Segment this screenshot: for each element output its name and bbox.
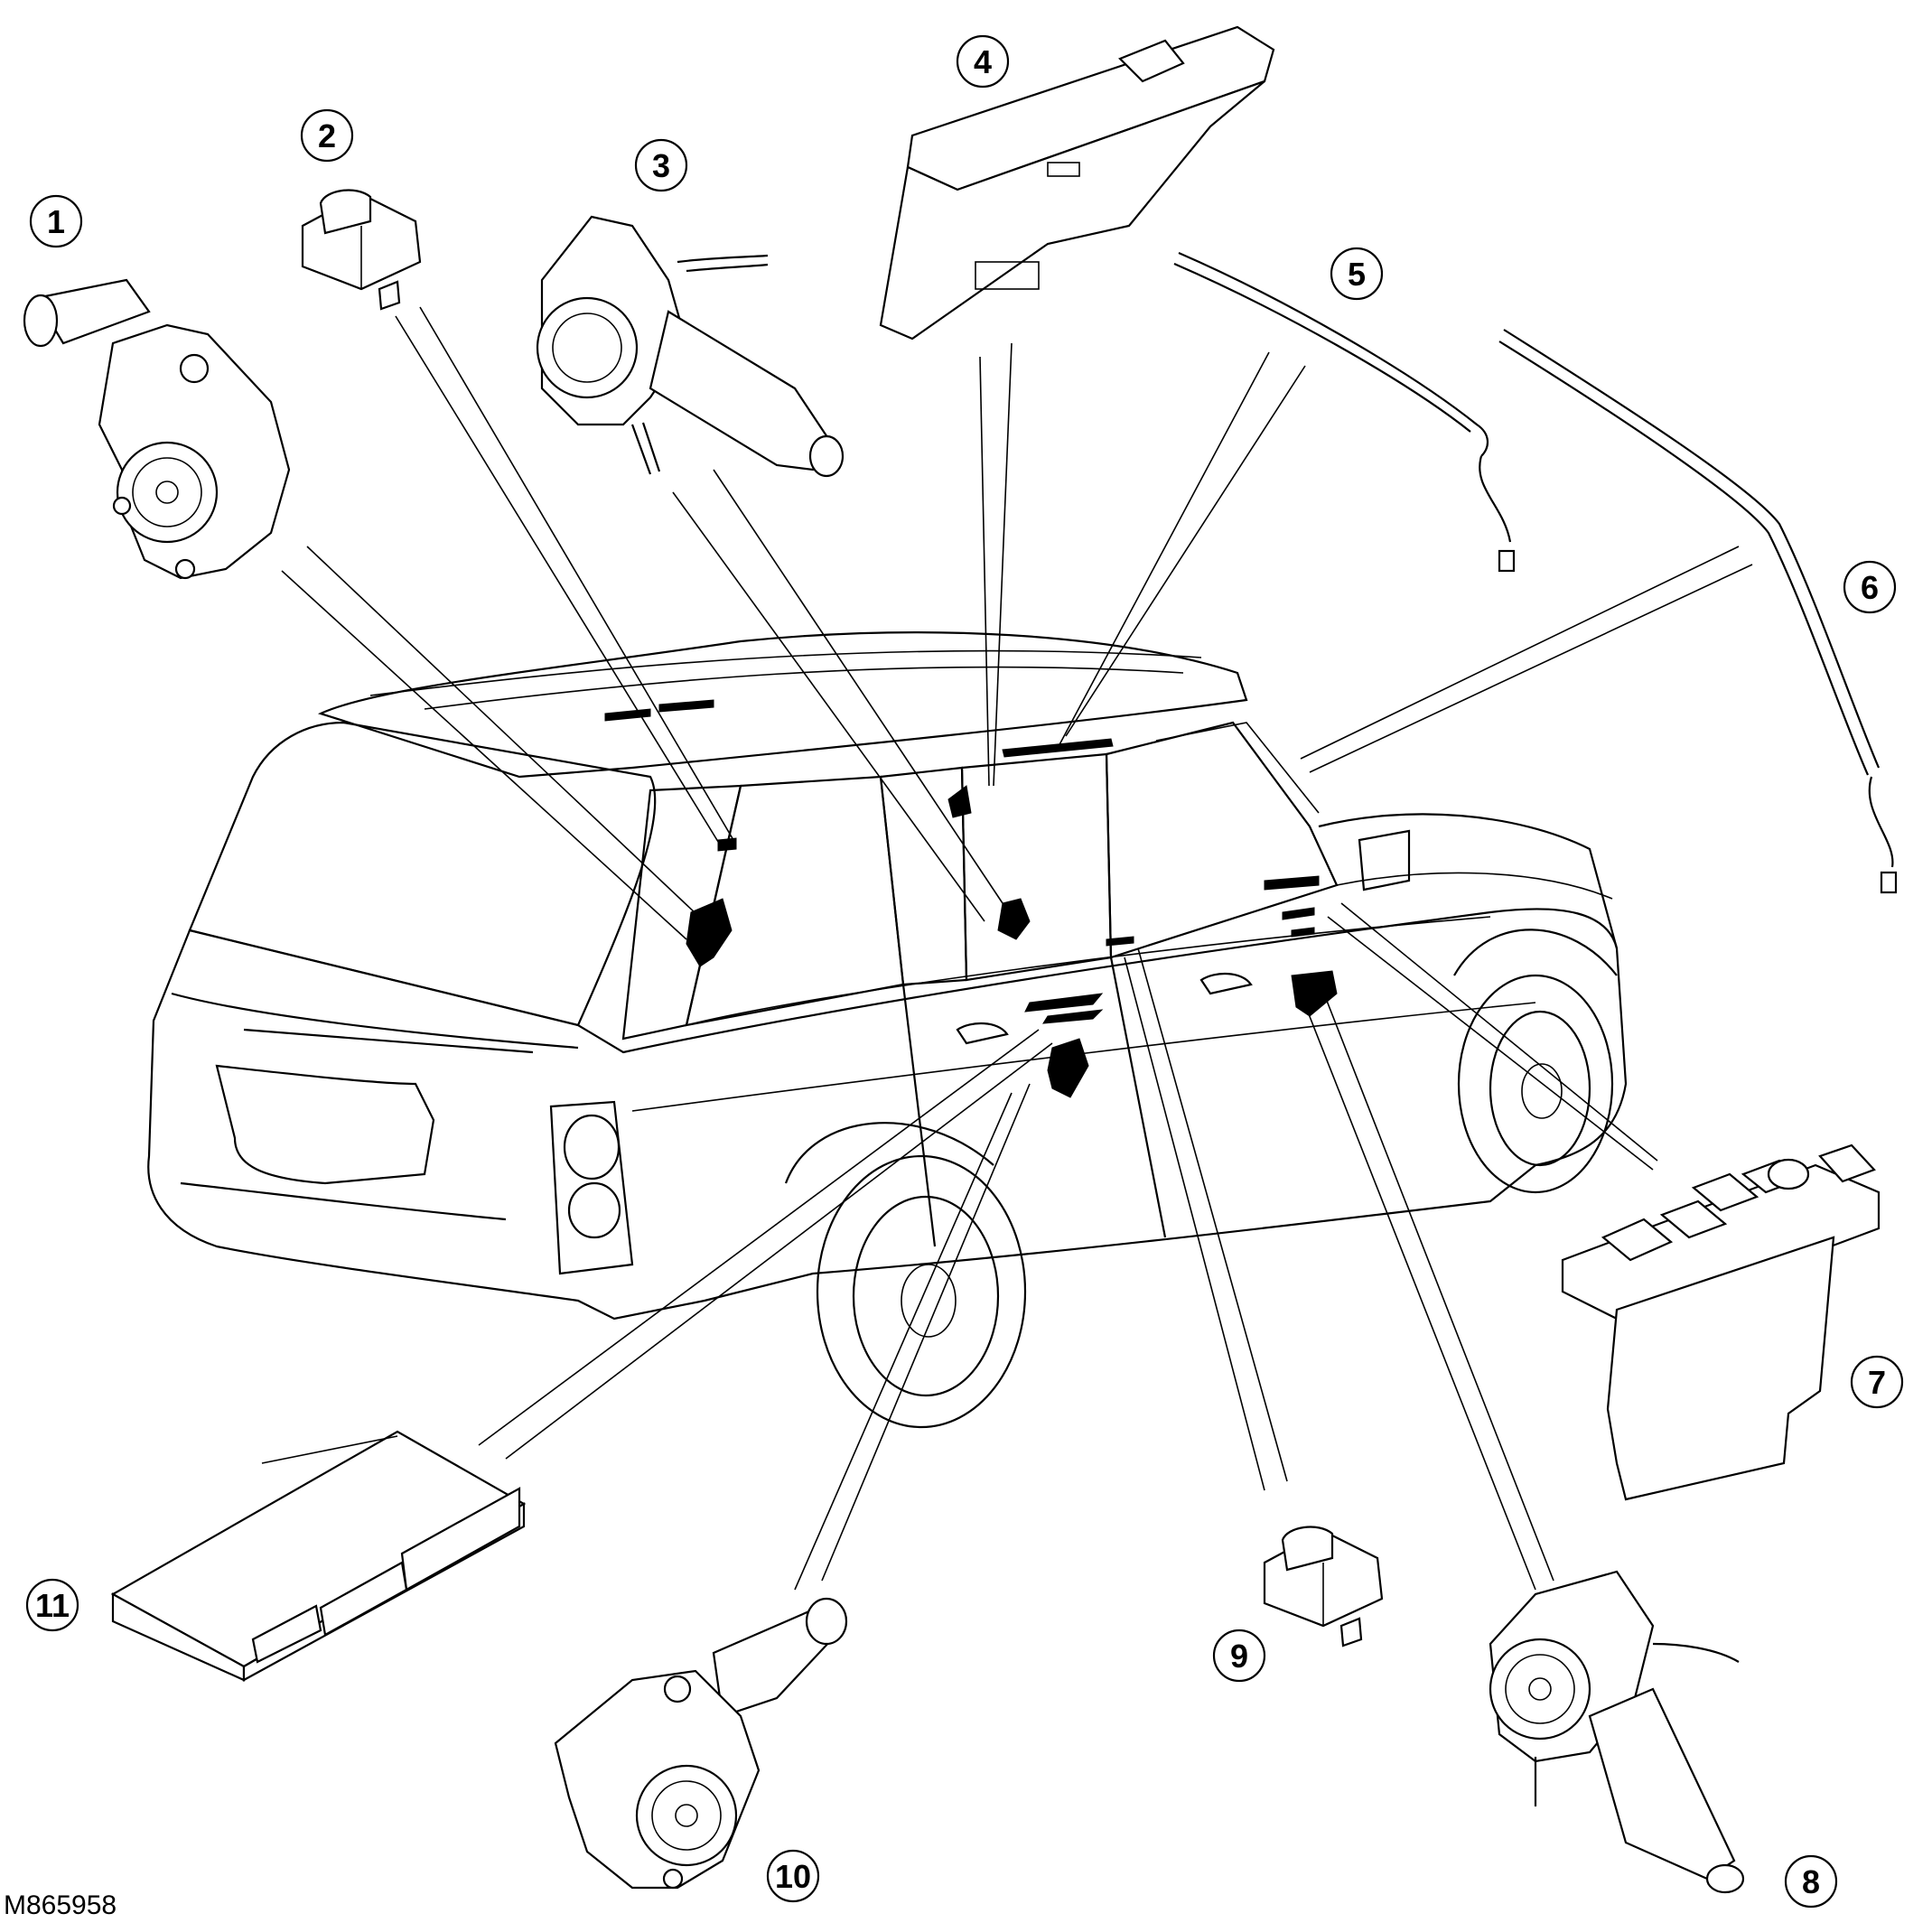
- callout-6: 6: [1843, 560, 1897, 614]
- vehicle-illustration: [147, 631, 1628, 1429]
- callout-4: 4: [956, 34, 1010, 89]
- callout-8: 8: [1784, 1854, 1838, 1909]
- callout-6-label: 6: [1861, 569, 1879, 606]
- window-motor-front-left: [554, 1597, 848, 1890]
- window-motor-rear-left: [23, 278, 291, 580]
- window-motor-rear-right: [536, 215, 845, 478]
- anti-trap-sensor-strip-front: [1498, 329, 1898, 894]
- anti-trap-sensor-strip-rear: [1173, 251, 1516, 573]
- callout-2: 2: [300, 108, 354, 163]
- callout-7-label: 7: [1868, 1364, 1886, 1401]
- callout-1: 1: [29, 194, 83, 248]
- figure-id: M865958: [4, 1890, 117, 1920]
- window-switch-front-right: [1263, 1526, 1384, 1647]
- callout-10: 10: [766, 1849, 820, 1903]
- callout-11-label: 11: [35, 1587, 70, 1624]
- callout-7: 7: [1850, 1355, 1904, 1409]
- callout-4-label: 4: [974, 43, 992, 80]
- callout-10-label: 10: [775, 1858, 811, 1895]
- window-switch-rear-left: [301, 189, 422, 311]
- rear-door-control-module: [879, 25, 1275, 341]
- callout-11: 11: [25, 1578, 79, 1632]
- callout-8-label: 8: [1802, 1863, 1820, 1900]
- control-module-box: [110, 1430, 527, 1682]
- callout-9-label: 9: [1230, 1638, 1248, 1675]
- callout-3: 3: [634, 138, 688, 192]
- callout-2-label: 2: [318, 117, 336, 154]
- window-motor-front-right: [1489, 1570, 1745, 1894]
- callout-5-label: 5: [1348, 256, 1366, 293]
- callout-9: 9: [1212, 1629, 1266, 1683]
- callout-1-label: 1: [47, 203, 65, 240]
- callout-5: 5: [1330, 247, 1384, 301]
- callout-3-label: 3: [652, 147, 670, 184]
- leader-lines: [281, 306, 1753, 1591]
- driver-door-switch-pack: [1561, 1143, 1881, 1501]
